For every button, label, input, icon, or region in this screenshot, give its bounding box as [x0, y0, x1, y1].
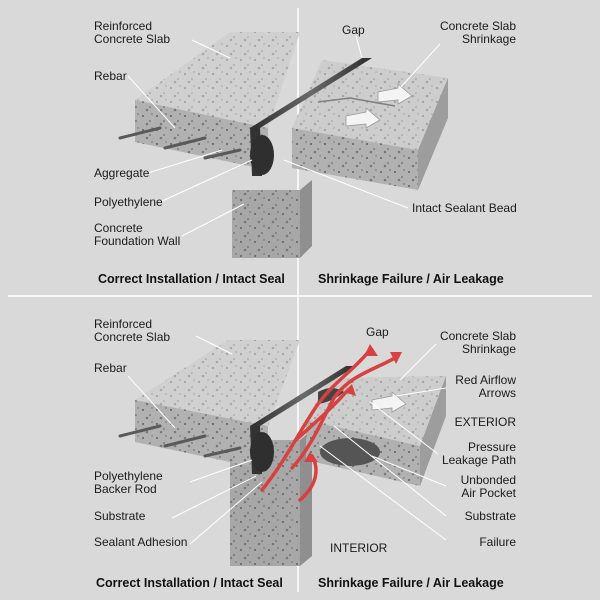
air-pocket — [320, 438, 380, 466]
top-label-reinforced-slab-line2: Concrete Slab — [94, 32, 171, 46]
bottom-label-pressure-line2: Leakage Path — [441, 453, 516, 467]
bottom-label-airflow-arrows: Red Airflow Arrows — [455, 374, 516, 400]
shrinkage-arrow — [377, 83, 413, 105]
bottom-label-failure: Failure — [479, 535, 516, 549]
top-caption-shrinkage-failure: Shrinkage Failure / Air Leakage — [318, 272, 504, 286]
bottom-label-air-pocket-line2: Air Pocket — [461, 486, 516, 500]
bottom-caption-shrinkage-failure: Shrinkage Failure / Air Leakage — [318, 576, 504, 590]
top-label-slab-shrinkage-line1: Concrete Slab — [439, 19, 516, 33]
bottom-label-exterior: EXTERIOR — [454, 415, 516, 429]
bottom-label-rebar: Rebar — [94, 361, 127, 375]
top-label-slab-shrinkage-line2: Shrinkage — [461, 32, 516, 46]
bottom-label-slab-shrinkage-line2: Shrinkage — [461, 342, 516, 356]
top-label-polyethylene: Polyethylene — [94, 195, 163, 209]
bottom-label-sealant-adhesion: Sealant Adhesion — [94, 535, 188, 549]
bottom-label-backer-rod-line1: Polyethylene — [94, 469, 163, 483]
bottom-label-slab-shrinkage: Concrete Slab Shrinkage — [440, 330, 516, 356]
top-label-intact-sealant-bead: Intact Sealant Bead — [412, 201, 517, 215]
top-label-gap: Gap — [342, 23, 365, 37]
bottom-label-reinforced-slab-line1: Reinforced — [94, 317, 153, 331]
top-label-foundation-wall: Concrete Foundation Wall — [94, 222, 180, 248]
bottom-label-backer-rod-line2: Backer Rod — [94, 482, 157, 496]
bottom-label-pressure-path: Pressure Leakage Path — [442, 441, 516, 467]
bottom-assembly — [118, 335, 447, 566]
bottom-sealant-bead — [250, 366, 356, 426]
bottom-label-substrate-right: Substrate — [464, 509, 516, 523]
bottom-label-air-pocket: Unbonded Air Pocket — [461, 474, 516, 500]
bottom-label-gap: Gap — [366, 325, 389, 339]
top-caption-correct-installation: Correct Installation / Intact Seal — [98, 272, 285, 286]
bottom-label-reinforced-slab: Reinforced Concrete Slab — [94, 318, 170, 344]
top-label-slab-shrinkage: Concrete Slab Shrinkage — [440, 20, 516, 46]
bottom-label-reinforced-slab-line2: Concrete Slab — [94, 330, 171, 344]
shrinkage-arrow — [345, 107, 381, 129]
top-sealant-bead — [250, 58, 372, 128]
bottom-label-airflow-line2: Arrows — [478, 386, 516, 400]
bottom-caption-correct-installation: Correct Installation / Intact Seal — [96, 576, 283, 590]
top-label-foundation-line2: Foundation Wall — [94, 234, 181, 248]
bottom-label-interior: INTERIOR — [330, 541, 388, 555]
top-label-foundation-line1: Concrete — [94, 221, 143, 235]
bottom-label-airflow-line1: Red Airflow — [455, 373, 516, 387]
bottom-label-air-pocket-line1: Unbonded — [460, 473, 516, 487]
bottom-label-pressure-line1: Pressure — [467, 440, 516, 454]
top-label-reinforced-slab: Reinforced Concrete Slab — [94, 20, 170, 46]
top-backer-rod — [250, 135, 274, 175]
bottom-label-slab-shrinkage-line1: Concrete Slab — [439, 329, 516, 343]
bottom-backer-rod — [250, 432, 274, 472]
top-label-aggregate: Aggregate — [94, 166, 150, 180]
bottom-label-substrate: Substrate — [94, 509, 146, 523]
top-label-reinforced-slab-line1: Reinforced — [94, 19, 153, 33]
top-assembly — [118, 32, 448, 258]
bottom-label-backer-rod: Polyethylene Backer Rod — [94, 470, 163, 496]
top-label-rebar: Rebar — [94, 69, 127, 83]
